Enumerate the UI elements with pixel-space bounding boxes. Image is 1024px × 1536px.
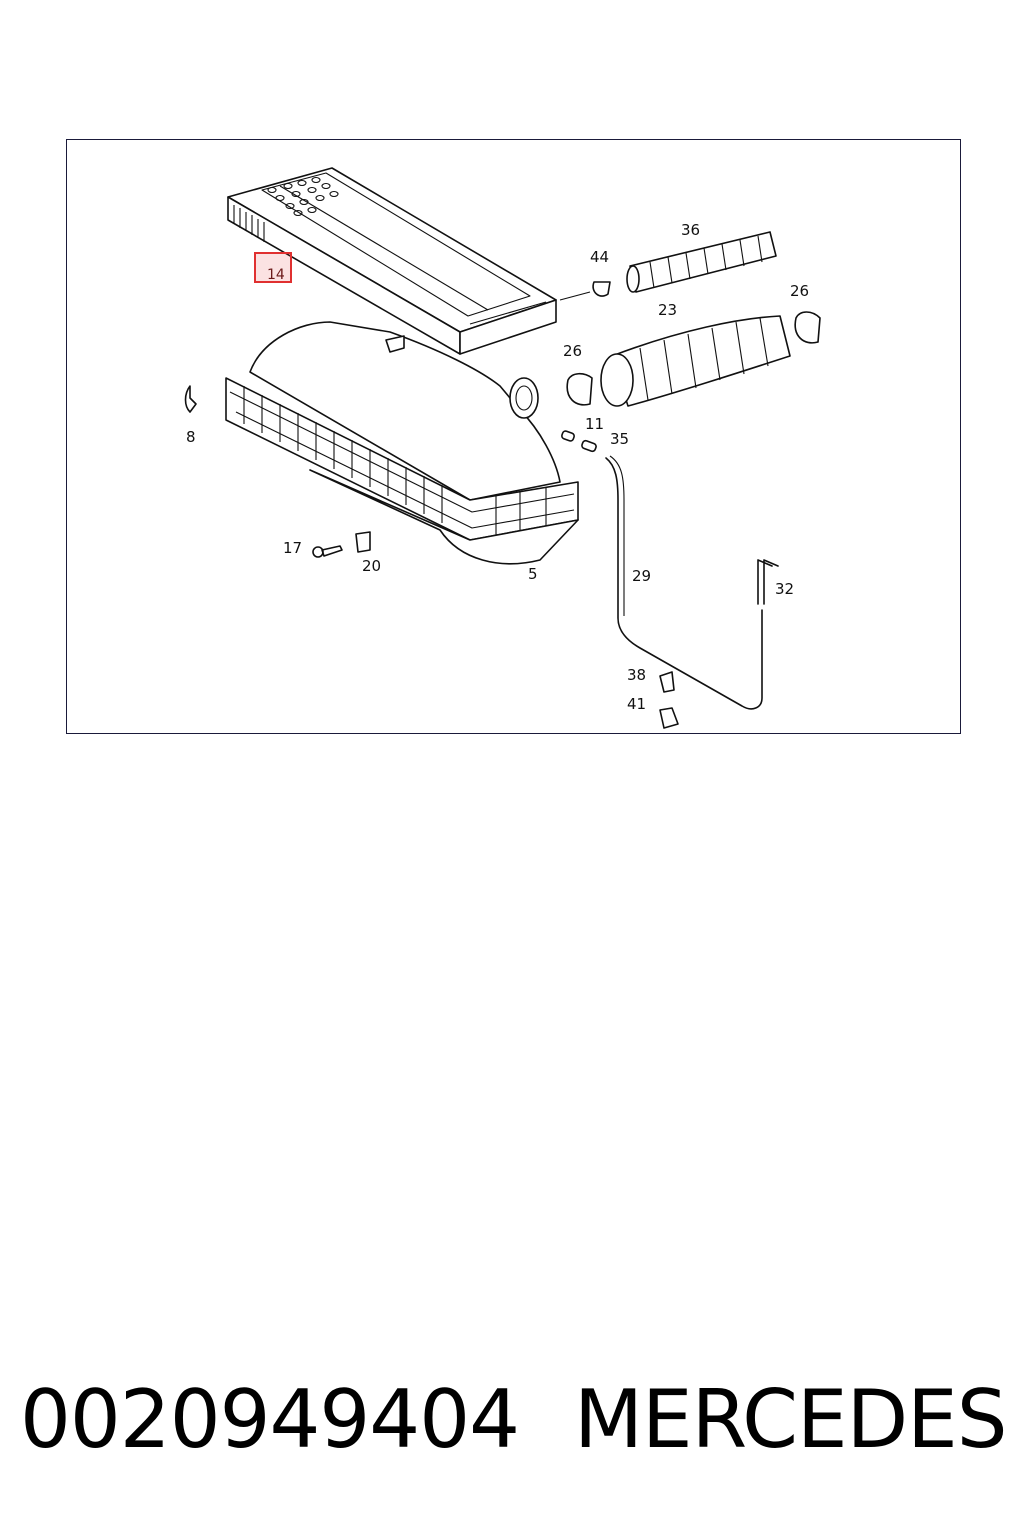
callout-44: 44 — [590, 248, 609, 266]
clamp-part-26-left — [566, 372, 593, 406]
bracket-part-32 — [757, 559, 779, 605]
clamp-part-44 — [592, 281, 611, 297]
callout-36: 36 — [681, 221, 700, 239]
callout-8: 8 — [186, 428, 196, 446]
clip-part-8 — [184, 385, 197, 413]
fitting-part-41 — [659, 707, 679, 729]
hose-part-36 — [626, 231, 777, 293]
clamp-part-26-right — [794, 311, 821, 344]
callout-11: 11 — [585, 415, 604, 433]
fitting-part-38 — [659, 671, 675, 693]
callout-26-right: 26 — [790, 282, 809, 300]
footer: 0020949404 MERCEDES — [0, 1365, 1024, 1475]
callout-35: 35 — [610, 430, 629, 448]
hose-line-part-29 — [605, 457, 763, 710]
callout-5: 5 — [528, 565, 538, 583]
callout-26-left: 26 — [563, 342, 582, 360]
screw-part-17 — [312, 545, 343, 558]
diagram-frame — [66, 139, 961, 734]
tube-part-11 — [561, 430, 575, 442]
callout-32: 32 — [775, 580, 794, 598]
callout-17: 17 — [283, 539, 302, 557]
highlight-box — [254, 252, 292, 283]
tube-part-35 — [581, 439, 597, 453]
callout-38: 38 — [627, 666, 646, 684]
callout-20: 20 — [362, 557, 381, 575]
part-number: 0020949404 — [20, 1373, 520, 1466]
callout-41: 41 — [627, 695, 646, 713]
callout-14: 14 — [267, 267, 285, 283]
callout-23: 23 — [658, 301, 677, 319]
bellows-part-23 — [600, 315, 791, 407]
air-filter-housing — [225, 321, 579, 565]
air-filter-element — [227, 167, 557, 355]
brand-name: MERCEDES — [574, 1373, 1008, 1466]
nut-part-20 — [355, 531, 371, 553]
callout-29: 29 — [632, 567, 651, 585]
